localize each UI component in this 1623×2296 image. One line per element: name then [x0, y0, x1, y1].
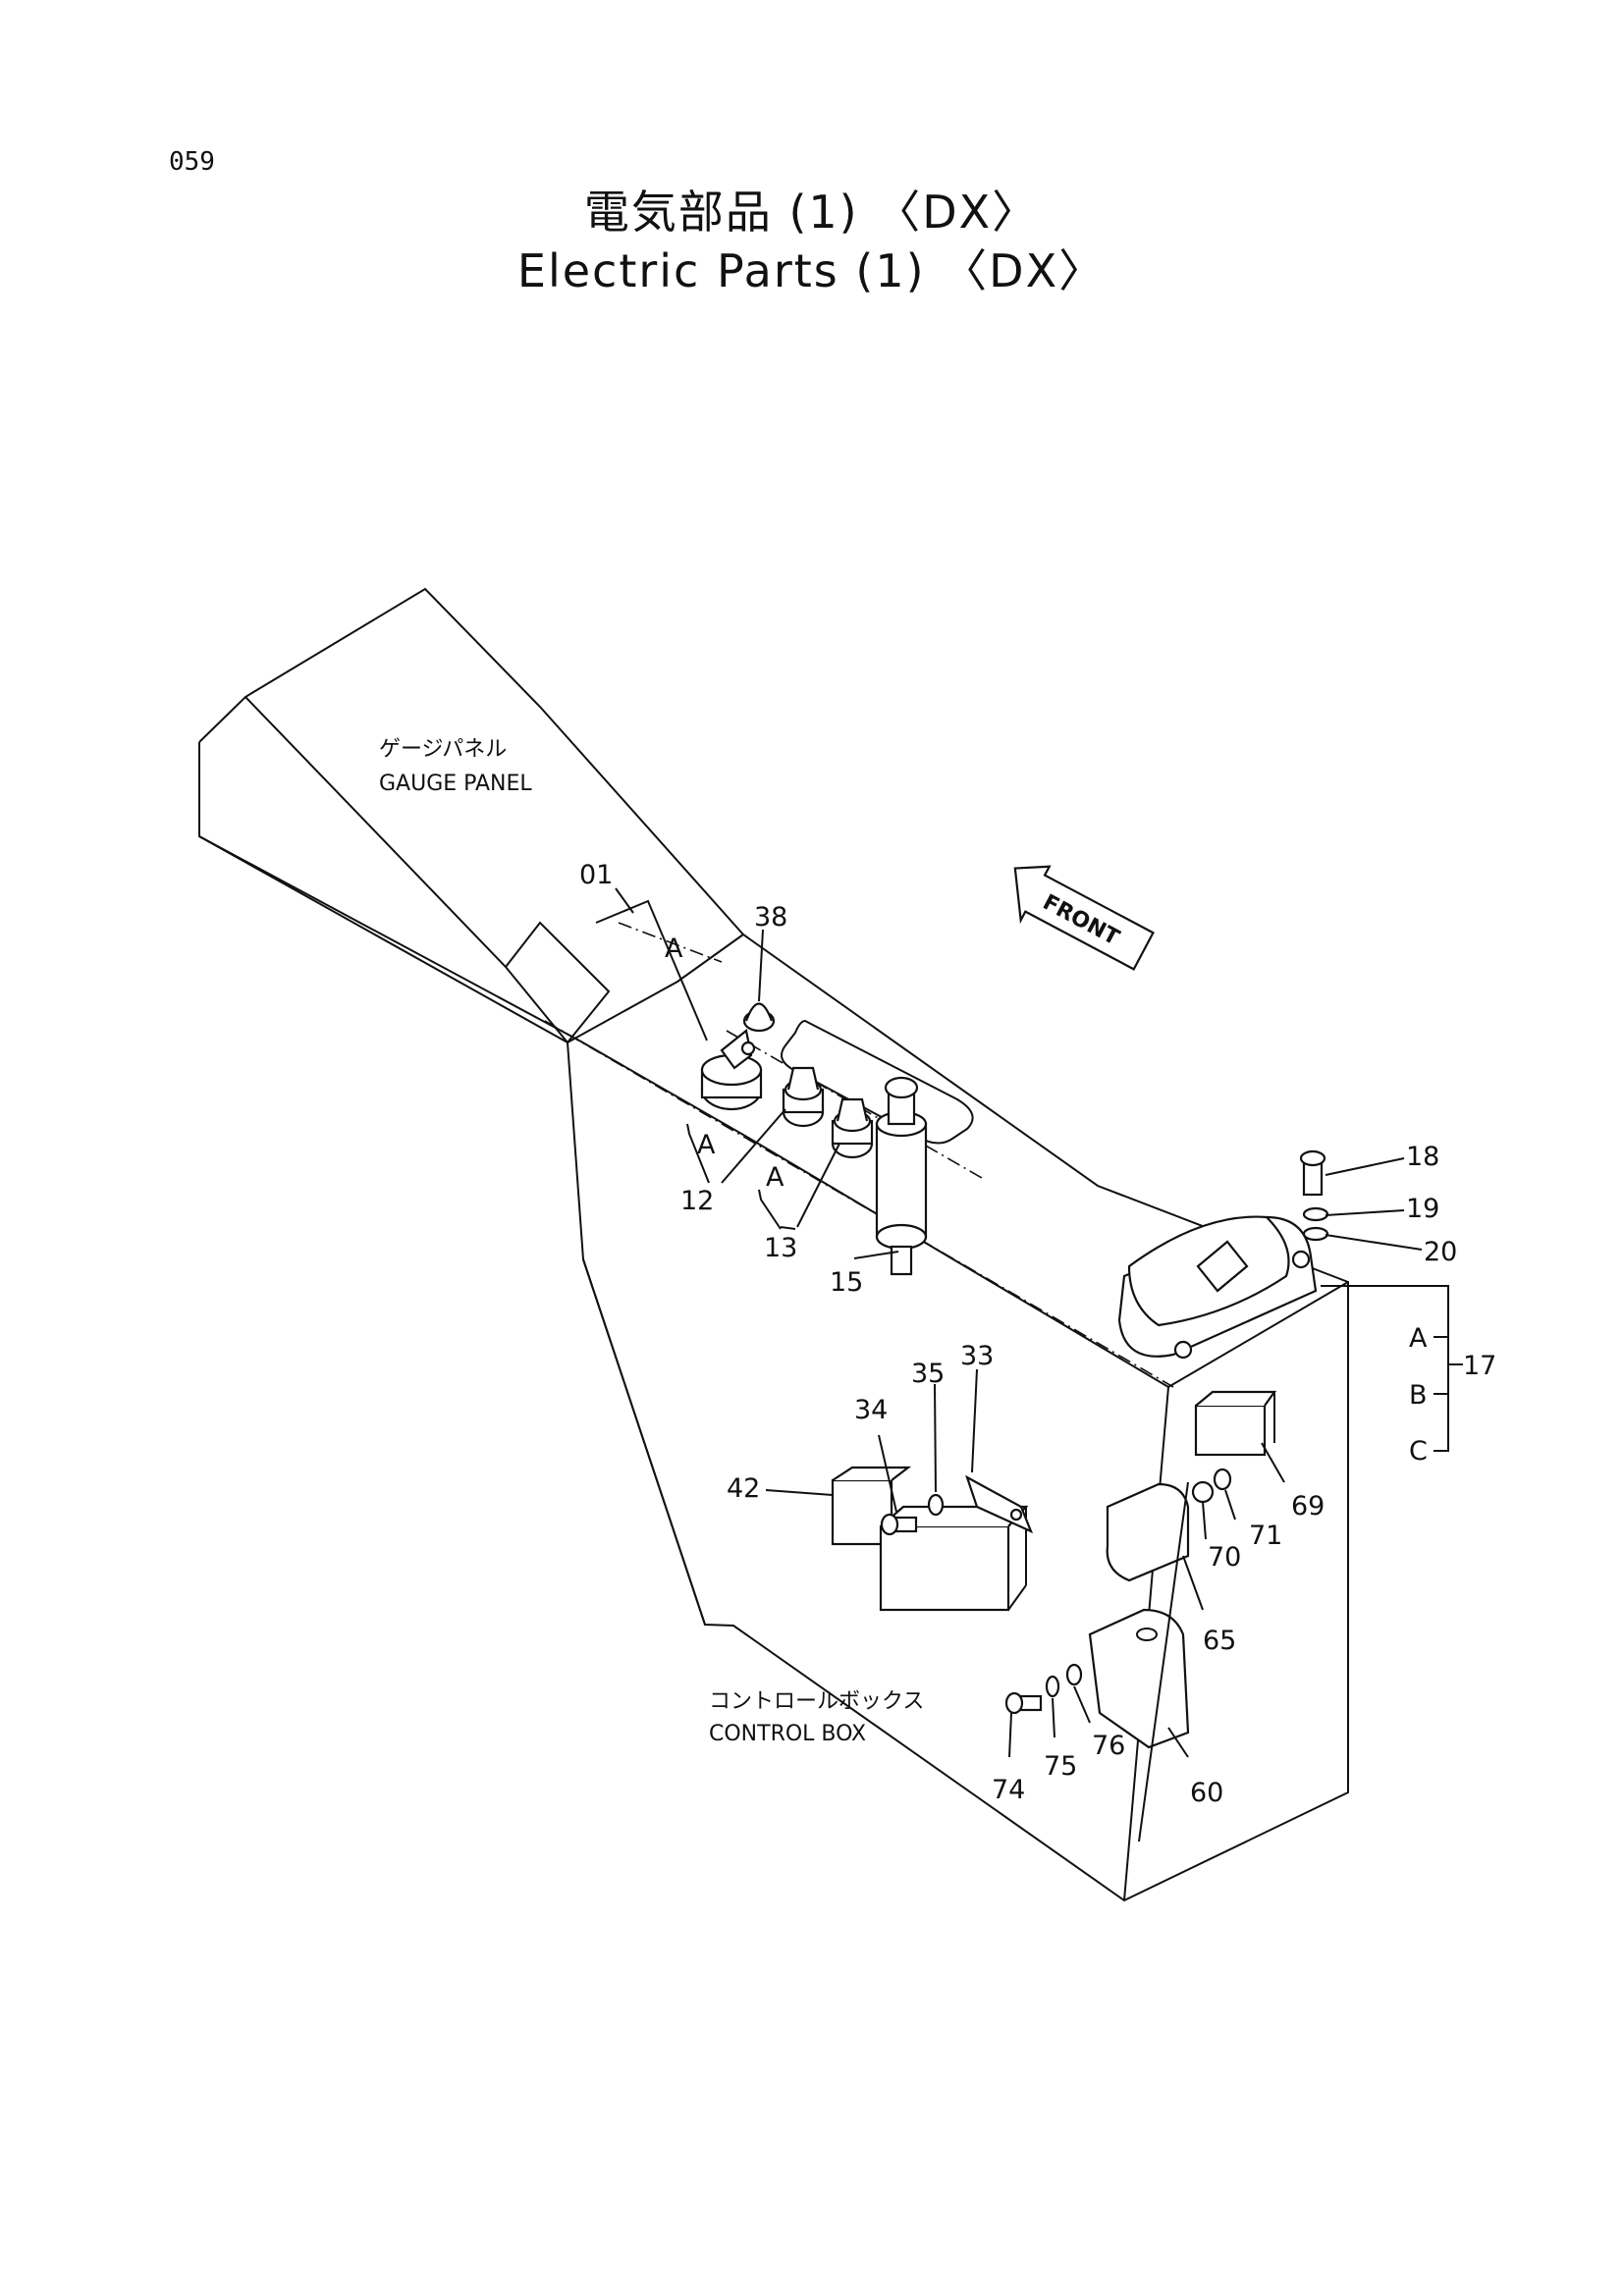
- callout-35: 35: [911, 1359, 945, 1389]
- callout-13: 13: [764, 1233, 797, 1263]
- key-switch-part: [700, 1029, 763, 1111]
- callout-75: 75: [1044, 1751, 1077, 1782]
- washer-35-part: [927, 1493, 945, 1517]
- callout-01: 01: [579, 860, 613, 890]
- callout-15: 15: [830, 1267, 863, 1298]
- switch-15-part: [875, 1076, 928, 1276]
- gauge-panel-label-jp: ゲージパネル: [379, 737, 507, 762]
- screw-70-part: [1191, 1480, 1215, 1504]
- set-mark-a-13: A: [766, 1162, 784, 1193]
- washer-75-part: [1045, 1675, 1060, 1698]
- callout-42: 42: [727, 1473, 760, 1504]
- callout-65: 65: [1203, 1626, 1236, 1656]
- callout-76: 76: [1092, 1731, 1125, 1761]
- callout-70: 70: [1208, 1542, 1241, 1573]
- resistor-60-part: [1088, 1608, 1190, 1749]
- washer-19-part: [1302, 1206, 1329, 1222]
- leader-lines: [595, 887, 1463, 1842]
- control-box-label-jp: コントロールボックス: [709, 1689, 924, 1714]
- washer-20-part: [1302, 1226, 1329, 1242]
- cover-65-part: [1106, 1482, 1190, 1582]
- callout-20: 20: [1424, 1237, 1457, 1267]
- callout-69: 69: [1291, 1491, 1325, 1522]
- callout-18: 18: [1406, 1142, 1439, 1172]
- cap-38-part: [742, 1002, 776, 1033]
- front-arrow: FRONT: [1013, 865, 1155, 971]
- callout-38: 38: [754, 902, 787, 933]
- callout-12: 12: [680, 1186, 714, 1216]
- set-mark-a-01: A: [665, 934, 683, 964]
- callouts: 01 A 38 A 12 A 13 15 18 19 20 A B C 17 3…: [579, 860, 1496, 1808]
- callout-33: 33: [960, 1341, 994, 1371]
- set-mark-b-17: B: [1409, 1380, 1428, 1411]
- washer-76-part: [1065, 1663, 1083, 1686]
- bolt-18-part: [1299, 1149, 1326, 1197]
- callout-74: 74: [992, 1775, 1025, 1805]
- bracket-33-part: [965, 1474, 1034, 1534]
- callout-17: 17: [1463, 1351, 1496, 1381]
- callout-19: 19: [1406, 1194, 1439, 1224]
- callout-34: 34: [854, 1395, 888, 1425]
- set-mark-a-12: A: [697, 1130, 716, 1160]
- switch-box-17-part: [1117, 1215, 1318, 1360]
- relay-69-part: [1194, 1390, 1277, 1457]
- relay-42-part: [831, 1466, 1029, 1612]
- title-japanese: 電気部品 (1) 〈DX〉: [583, 186, 1040, 239]
- set-mark-a-17: A: [1409, 1323, 1428, 1354]
- screw-34-part: [880, 1513, 918, 1536]
- washer-71-part: [1213, 1468, 1232, 1491]
- gauge-panel-label-en: GAUGE PANEL: [379, 772, 532, 796]
- control-box-label-en: CONTROL BOX: [709, 1722, 866, 1746]
- callout-71: 71: [1249, 1521, 1282, 1551]
- screw-74-part: [1004, 1691, 1043, 1715]
- set-mark-c-17: C: [1409, 1436, 1428, 1467]
- indicator-13-part: [831, 1097, 874, 1159]
- title-english: Electric Parts (1) 〈DX〉: [516, 244, 1107, 297]
- callout-60: 60: [1190, 1778, 1223, 1808]
- indicator-12-part: [782, 1066, 825, 1128]
- page-number: 059: [169, 147, 215, 177]
